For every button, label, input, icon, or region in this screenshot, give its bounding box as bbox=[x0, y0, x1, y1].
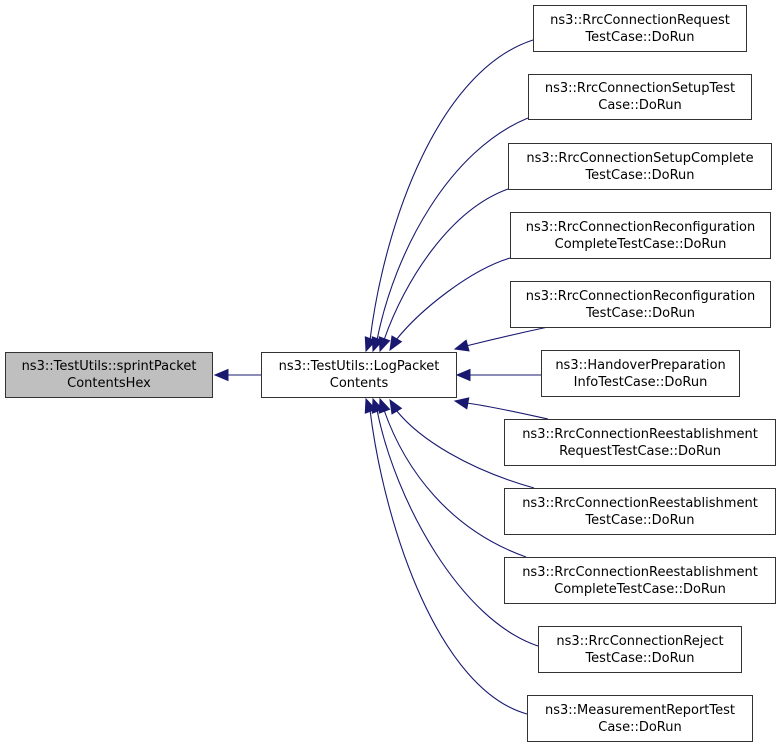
node-label-line: ns3::RrcConnectionReestablishment bbox=[522, 426, 758, 442]
node-label-line: CompleteTestCase::DoRun bbox=[554, 581, 726, 597]
node-label-line: ns3::RrcConnectionRequest bbox=[550, 12, 730, 28]
node-label-line: CompleteTestCase::DoRun bbox=[554, 236, 727, 252]
node-label-line: ns3::RrcConnectionReestablishment bbox=[522, 495, 758, 511]
node-label-line: TestCase::DoRun bbox=[585, 167, 695, 183]
edge-c7-to-log bbox=[465, 402, 549, 420]
edge-c8-to-log bbox=[395, 409, 535, 489]
arrowhead-icon bbox=[378, 397, 391, 414]
node-label-line: ContentsHex bbox=[67, 376, 151, 391]
edge-c1-to-log bbox=[369, 39, 534, 341]
node-label-line: ns3::RrcConnectionReconfiguration bbox=[525, 219, 756, 235]
node-label-line: Contents bbox=[329, 376, 389, 391]
arrowhead-icon bbox=[453, 339, 470, 352]
node-rrc-connection-reconfiguration-test[interactable]: ns3::RrcConnectionReconfiguration TestCa… bbox=[510, 281, 771, 328]
edge-c3-to-log bbox=[383, 188, 509, 341]
node-sprint-packet-contents-hex: ns3::TestUtils::sprintPacket ContentsHex bbox=[5, 352, 213, 398]
edge-c11-to-log bbox=[369, 409, 528, 715]
node-measurement-report-test[interactable]: ns3::MeasurementReportTest Case::DoRun bbox=[527, 695, 753, 742]
node-label-line: ns3::RrcConnectionReject bbox=[556, 633, 724, 649]
node-rrc-connection-setup-test[interactable]: ns3::RrcConnectionSetupTest Case::DoRun bbox=[528, 74, 752, 120]
node-label-line: ns3::MeasurementReportTest bbox=[545, 702, 735, 718]
node-rrc-connection-reject-test[interactable]: ns3::RrcConnectionReject TestCase::DoRun bbox=[538, 626, 742, 673]
node-label-line: ns3::RrcConnectionSetupComplete bbox=[526, 150, 754, 166]
node-rrc-connection-request-test[interactable]: ns3::RrcConnectionRequest TestCase::DoRu… bbox=[533, 5, 747, 52]
node-label-line: RequestTestCase::DoRun bbox=[559, 443, 721, 459]
node-rrc-connection-reestablishment-request-test[interactable]: ns3::RrcConnectionReestablishment Reques… bbox=[504, 419, 776, 466]
edge-c10-to-log bbox=[376, 409, 539, 647]
node-label-line: TestCase::DoRun bbox=[585, 305, 696, 321]
node-handover-preparation-info-test[interactable]: ns3::HandoverPreparation InfoTestCase::D… bbox=[541, 350, 740, 397]
node-label-line: TestCase::DoRun bbox=[585, 29, 695, 45]
node-label-line: TestCase::DoRun bbox=[585, 512, 695, 528]
node-label-line: InfoTestCase::DoRun bbox=[573, 374, 708, 390]
arrowhead-icon bbox=[378, 336, 391, 353]
node-label-line: ns3::TestUtils::sprintPacket bbox=[21, 359, 197, 374]
node-log-packet-contents[interactable]: ns3::TestUtils::LogPacket Contents bbox=[261, 352, 457, 398]
arrowhead-icon bbox=[455, 368, 471, 382]
node-label-line: Case::DoRun bbox=[598, 98, 682, 113]
node-rrc-connection-reestablishment-complete-test[interactable]: ns3::RrcConnectionReestablishment Comple… bbox=[504, 557, 776, 604]
arrowhead-icon bbox=[453, 397, 470, 410]
node-label-line: ns3::RrcConnectionSetupTest bbox=[544, 81, 736, 96]
arrowhead-icon bbox=[213, 368, 229, 382]
edge-c5-to-log bbox=[465, 326, 549, 347]
node-rrc-connection-reestablishment-test[interactable]: ns3::RrcConnectionReestablishment TestCa… bbox=[504, 488, 776, 535]
node-label-line: ns3::HandoverPreparation bbox=[555, 357, 726, 373]
node-label-line: ns3::RrcConnectionReestablishment bbox=[522, 564, 758, 580]
node-label-line: TestCase::DoRun bbox=[585, 650, 695, 666]
node-rrc-connection-reconfiguration-complete-test[interactable]: ns3::RrcConnectionReconfiguration Comple… bbox=[510, 212, 771, 259]
node-label-line: ns3::RrcConnectionReconfiguration bbox=[525, 288, 756, 304]
edge-c2-to-log bbox=[376, 117, 529, 341]
node-rrc-connection-setup-complete-test[interactable]: ns3::RrcConnectionSetupComplete TestCase… bbox=[508, 143, 772, 190]
arrowhead-icon bbox=[389, 398, 403, 415]
arrowhead-icon bbox=[389, 335, 403, 352]
node-label-line: ns3::TestUtils::LogPacket bbox=[278, 359, 440, 374]
edge-c4-to-log bbox=[395, 257, 511, 341]
arrowhead-icon bbox=[364, 397, 377, 414]
node-label-line: Case::DoRun bbox=[598, 719, 682, 735]
edge-c9-to-log bbox=[383, 409, 527, 558]
